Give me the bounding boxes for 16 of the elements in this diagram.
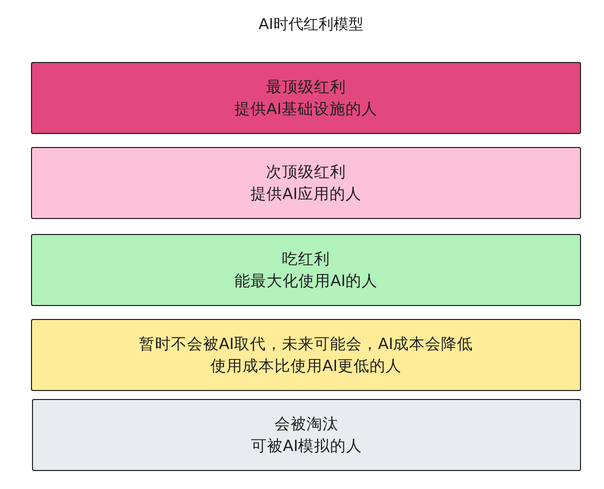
tier-description: 提供AI基础设施的人 (234, 99, 378, 120)
tier-description: 提供AI应用的人 (250, 184, 362, 205)
tier-description: 能最大化使用AI的人 (234, 271, 378, 292)
tier-box (31, 147, 581, 219)
tier-box (31, 234, 581, 306)
tier-box (31, 319, 581, 391)
tier-description: 可被AI模拟的人 (250, 436, 362, 457)
tier-heading: 吃红利 (282, 249, 330, 270)
tier-box (31, 62, 581, 134)
tier-heading: 最顶级红利 (266, 77, 346, 98)
tier-heading: 次顶级红利 (266, 162, 346, 183)
tier-description: 使用成本比使用AI更低的人 (210, 356, 402, 377)
tier-heading: 会被淘汰 (274, 414, 338, 435)
diagram-title: AI时代红利模型 (258, 15, 364, 34)
tier-heading: 暂时不会被AI取代，未来可能会，AI成本会降低 (138, 334, 474, 355)
tier-box (32, 399, 581, 471)
